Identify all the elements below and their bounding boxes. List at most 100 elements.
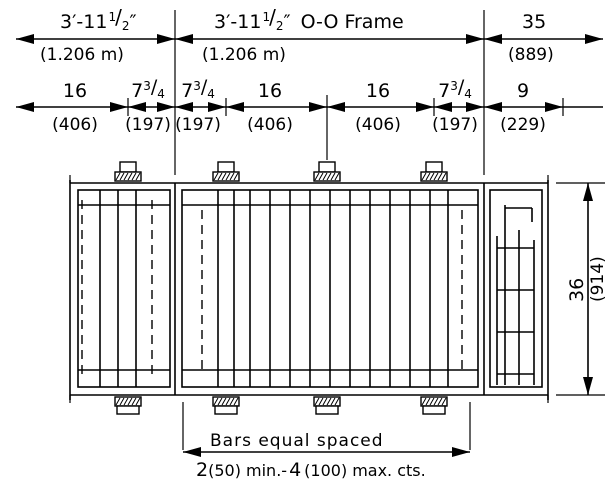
hatch-line: [425, 172, 431, 181]
hatch-line: [217, 172, 223, 181]
girder-top-flange: [313, 171, 341, 182]
hatch-line: [135, 397, 141, 406]
arrow: [226, 102, 244, 112]
girder-top-flange: [420, 171, 448, 182]
hatch-line: [225, 172, 231, 181]
hatch-line: [123, 172, 129, 181]
hatch-line: [314, 172, 320, 181]
top-left-metric: (1.206 m): [40, 45, 124, 65]
sub-dim-value: 16: [63, 80, 87, 102]
hatch-line: [322, 172, 328, 181]
hatch-line: [437, 397, 443, 406]
sub-dim-metric: (197): [432, 115, 478, 135]
girder-top-stud: [318, 161, 336, 173]
top-dimension-row: 3′-111/2″ (1.206 m) 3′-111/2″O-O Frame (…: [16, 5, 603, 65]
arrow-down: [583, 377, 593, 395]
center-panel-bars: [217, 190, 449, 387]
sub-dim-metric: (197): [125, 115, 171, 135]
sub-dim-value: 16: [258, 80, 282, 102]
sub-dim-value: 16: [366, 80, 390, 102]
sub-dimension-row: 16 (406) 73/4 (197) 73/4 (197) 16 (406) 16 (406) 7…: [16, 76, 603, 135]
arrow: [157, 102, 175, 112]
arrow: [416, 102, 434, 112]
hatch-line: [437, 172, 443, 181]
girder-bottom-stud: [116, 405, 140, 415]
note-line-2: 2(50) min.-4(100)max. cts.: [196, 459, 426, 481]
hatch-line: [233, 397, 239, 406]
sub-dim-metric: (406): [52, 115, 98, 135]
top-center-metric: (1.206 m): [202, 45, 286, 65]
arrow: [466, 102, 484, 112]
hatch-line: [131, 397, 137, 406]
hatch-line: [131, 172, 137, 181]
hatch-line: [135, 172, 141, 181]
arrow: [110, 102, 128, 112]
sub-dim-metric: (197): [175, 115, 221, 135]
hatch-line: [119, 172, 125, 181]
hatch-line: [441, 397, 447, 406]
arrow: [545, 102, 563, 112]
hatch-line: [322, 397, 328, 406]
hatch-line: [119, 397, 125, 406]
hatch-line: [334, 172, 340, 181]
hatch-line: [441, 172, 447, 181]
hatch-line: [429, 397, 435, 406]
hatch-line: [318, 172, 324, 181]
girder-top-flange: [114, 171, 142, 182]
arrow-up: [583, 183, 593, 201]
slab-plan: [69, 175, 549, 403]
sub-dim-metric: (406): [247, 115, 293, 135]
right-panel-inner-frame: [489, 189, 543, 388]
hatch-line: [233, 172, 239, 181]
left-panel-inner-frame: [77, 189, 171, 388]
hatch-line: [326, 397, 332, 406]
bottom-note: Bars equal spaced 2(50) min.-4(100)max. …: [182, 402, 471, 481]
note-line-1: Bars equal spaced: [210, 431, 384, 451]
hatch-line: [314, 397, 320, 406]
hatch-line: [433, 397, 439, 406]
arrow-left-end: [16, 34, 34, 44]
hatch-line: [213, 172, 219, 181]
hatch-line: [213, 397, 219, 406]
hatch-line: [318, 397, 324, 406]
arrow: [128, 102, 146, 112]
hatch-line: [221, 397, 227, 406]
hatch-line: [326, 172, 332, 181]
sub-dim-value: 73/4: [181, 76, 215, 102]
sub-dimension-labels: 16 (406) 73/4 (197) 73/4 (197) 16 (406) 16 (406) 7…: [52, 76, 546, 135]
top-left-feet: 3′-111/2″: [60, 5, 137, 33]
girder-top-stud: [217, 161, 235, 173]
arrow-left-seg-end: [157, 34, 175, 44]
break-marks: [69, 175, 549, 403]
arrow: [175, 102, 193, 112]
sub-dim-metric: (406): [355, 115, 401, 135]
girder-bottom-stud: [315, 405, 339, 415]
hatch-line: [221, 172, 227, 181]
hatch-line: [433, 172, 439, 181]
hatch-line: [425, 397, 431, 406]
girders: [114, 161, 448, 415]
girder-top-stud: [425, 161, 443, 173]
arrow-right-start: [484, 34, 502, 44]
hatch-line: [115, 397, 121, 406]
arrow: [309, 102, 327, 112]
top-center-feet: 3′-111/2″O-O Frame: [214, 5, 404, 33]
hatch-line: [334, 397, 340, 406]
girder-top-flange: [212, 171, 240, 182]
girder-bottom-stud: [214, 405, 238, 415]
arrow: [434, 102, 452, 112]
hatch-line: [330, 397, 336, 406]
hatch-line: [217, 397, 223, 406]
side-dim-value: 36: [566, 278, 588, 302]
sub-dim-value: 9: [517, 80, 529, 102]
girder-top-stud: [119, 161, 137, 173]
sub-dim-value: 73/4: [438, 76, 472, 102]
side-dim-metric: (914): [588, 256, 605, 302]
sub-dim-value: 73/4: [131, 76, 165, 102]
arrow: [183, 447, 201, 457]
hatch-line: [127, 172, 133, 181]
hatch-line: [229, 397, 235, 406]
hatch-line: [127, 397, 133, 406]
